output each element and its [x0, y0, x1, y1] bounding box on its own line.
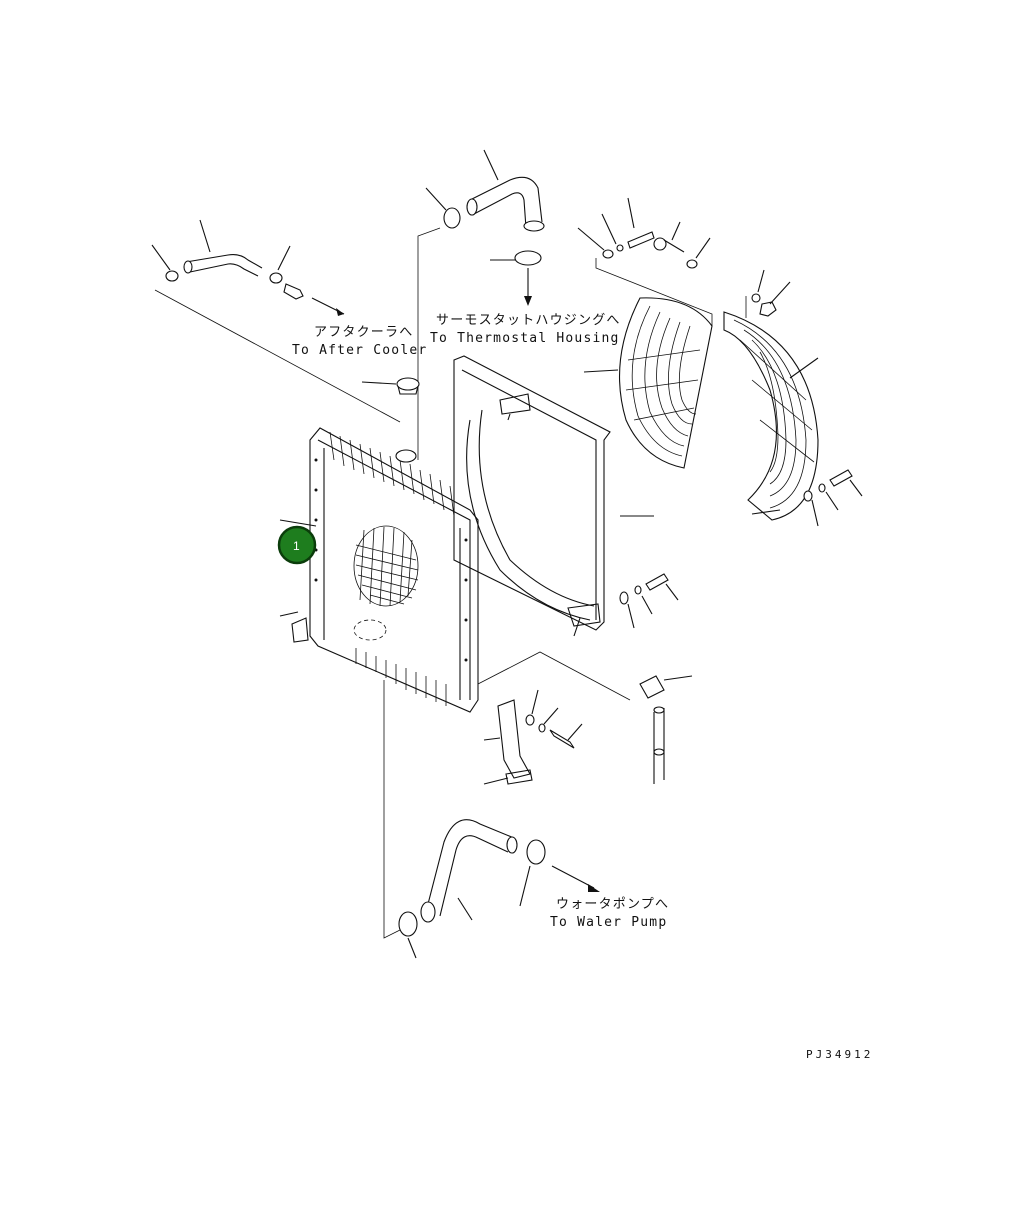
- drain-valve-group: [477, 651, 693, 784]
- thermostat-label-en: To Thermostal Housing: [430, 331, 620, 346]
- thermostat-label-jp: サーモスタットハウジングへ: [436, 313, 621, 328]
- radiator-cap: [361, 377, 420, 395]
- thermostat-hose-group: [417, 149, 545, 460]
- upper-hardware-bolts: [577, 197, 791, 326]
- drawing-code: PJ34912: [806, 1048, 873, 1061]
- water-pump-label-en: To Waler Pump: [550, 915, 667, 930]
- after-cooler-hose-group: [151, 219, 401, 423]
- after-cooler-label-en: To After Cooler: [292, 343, 427, 358]
- lower-mount-bracket: [483, 689, 583, 785]
- guard-side-hardware: [803, 469, 863, 527]
- shroud-lower-hardware: [619, 573, 679, 629]
- fan-guard-right: [723, 311, 819, 521]
- fan-guard-left: [583, 297, 713, 469]
- water-pump-hose-group: [383, 680, 600, 959]
- after-cooler-label-jp: アフタクーラへ: [314, 325, 413, 340]
- callout-marker-1[interactable]: 1: [277, 525, 317, 565]
- radiator-core-mesh: [353, 525, 419, 607]
- radiator-assembly: [279, 427, 479, 713]
- fan-shroud-frame: [453, 355, 654, 637]
- callout-marker-number: 1: [293, 539, 300, 553]
- water-pump-label-jp: ウォータポンプへ: [556, 897, 669, 912]
